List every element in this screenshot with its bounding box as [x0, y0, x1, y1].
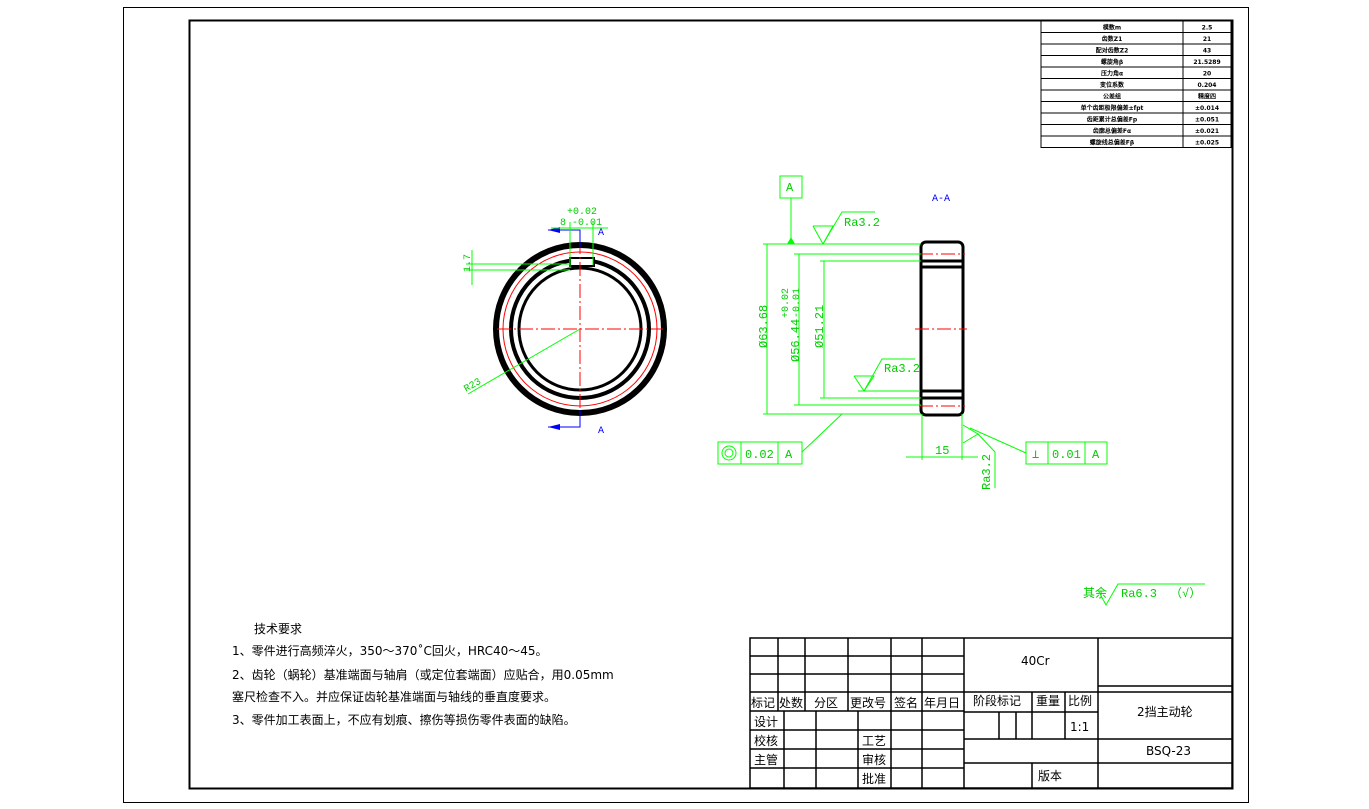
title-block	[749, 637, 1233, 789]
section-mark-top: A	[598, 228, 604, 239]
param-value: 精度四	[1198, 93, 1216, 101]
section-title: A-A	[932, 194, 950, 205]
svg-text:比例: 比例	[1068, 694, 1092, 708]
param-label: 齿数Z1	[1102, 35, 1123, 43]
param-label: 模数m	[1103, 24, 1121, 32]
svg-text:审核: 审核	[862, 752, 886, 767]
param-label: 齿距累计总偏差Fp	[1087, 116, 1138, 124]
dim-outer-diameter: Ø63.68	[757, 305, 771, 348]
svg-text:更改号: 更改号	[850, 696, 886, 710]
svg-text:塞尺检查不入。并应保证齿轮基准端面与轴线的垂直度要求。: 塞尺检查不入。并应保证齿轮基准端面与轴线的垂直度要求。	[232, 689, 556, 704]
param-value: ±0.051	[1195, 117, 1219, 124]
svg-text:A: A	[785, 448, 793, 462]
datum-label: A	[786, 181, 794, 195]
dim-inner-diameter: Ø51.21	[813, 305, 827, 348]
drawing-number: BSQ-23	[1146, 744, 1191, 758]
svg-text:年月日: 年月日	[924, 696, 960, 710]
param-value: ±0.014	[1195, 105, 1219, 112]
section-mark-bottom: A	[598, 426, 604, 437]
param-value: ±0.025	[1195, 140, 1219, 147]
param-value: 0.204	[1198, 82, 1217, 89]
sheet-border	[123, 7, 1249, 803]
svg-text:设计: 设计	[754, 715, 778, 729]
svg-text:批准: 批准	[862, 771, 886, 786]
svg-text:（√）: （√）	[1170, 586, 1201, 601]
svg-text:2、齿轮（蜗轮）基准端面与轴肩（或定位套端面）应贴合，用0.: 2、齿轮（蜗轮）基准端面与轴肩（或定位套端面）应贴合，用0.05mm	[232, 667, 614, 682]
material: 40Cr	[1021, 654, 1050, 668]
svg-text:版本: 版本	[1038, 769, 1062, 783]
dim-pitch-tol-upper: +0.02	[781, 288, 792, 318]
svg-text:⊥: ⊥	[1032, 448, 1039, 462]
param-value: 2.5	[1202, 25, 1213, 32]
svg-text:主管: 主管	[754, 752, 778, 767]
svg-text:工艺: 工艺	[862, 734, 886, 748]
radius-dim: R23	[463, 377, 484, 396]
svg-text:A: A	[1092, 448, 1100, 462]
param-label: 齿廓总偏差Fα	[1093, 127, 1131, 135]
svg-text:其余: 其余	[1083, 585, 1107, 601]
param-value: 21.5289	[1193, 59, 1220, 66]
roughness-side: Ra3.2	[980, 454, 994, 490]
key-width-dim: 8 -0.01	[560, 218, 602, 229]
rest-roughness: 其余 Ra6.3 （√）	[1083, 583, 1205, 607]
title-block-text: 标记 处数 分区 更改号 签名 年月日 设计 校核 主管 工艺 审核 批准 40…	[751, 654, 1193, 786]
svg-text:签名: 签名	[894, 695, 918, 710]
svg-text:技术要求: 技术要求	[254, 622, 302, 636]
perpendicularity-frame: ⊥ 0.01 A	[1025, 441, 1108, 465]
gear-parameter-table: 模数m 2.5 齿数Z1 21 配对齿数Z2 43 螺旋角β 21.5289 压力角α 20 变位系…	[1040, 20, 1232, 148]
svg-text:Ra6.3: Ra6.3	[1121, 587, 1157, 601]
dim-pitch-tol-lower: -0.01	[792, 288, 803, 318]
svg-text:标记: 标记	[751, 696, 775, 710]
svg-text:0.02: 0.02	[745, 448, 774, 462]
runout-frame: 0.02 A	[717, 441, 803, 465]
key-depth-dim: 1.7	[463, 254, 474, 272]
dim-width: 15	[935, 444, 949, 458]
param-label: 公差组	[1103, 93, 1121, 101]
technical-requirements: 技术要求 1、零件进行高频淬火，350～370˚C回火，HRC40～45。 2、…	[232, 622, 614, 727]
param-value: ±0.021	[1195, 128, 1219, 135]
scale: 1:1	[1070, 720, 1089, 734]
svg-text:3、零件加工表面上，不应有划痕、擦伤等损伤零件表面的缺陷。: 3、零件加工表面上，不应有划痕、擦伤等损伤零件表面的缺陷。	[232, 712, 576, 727]
svg-text:处数: 处数	[779, 695, 803, 710]
param-label: 压力角α	[1101, 70, 1123, 78]
param-value: 20	[1203, 71, 1211, 78]
param-label: 变位系数	[1100, 81, 1125, 89]
svg-text:重量: 重量	[1036, 694, 1060, 708]
param-label: 配对齿数Z2	[1096, 47, 1129, 55]
key-width-upper-tol: +0.02	[567, 207, 597, 218]
param-label: 单个齿距极限偏差±fpt	[1081, 104, 1144, 112]
dim-pitch-diameter: Ø56.44	[789, 319, 803, 362]
svg-text:分区: 分区	[814, 696, 838, 710]
drawing-frame	[188, 19, 1234, 790]
svg-text:校核: 校核	[754, 733, 778, 748]
svg-text:1、零件进行高频淬火，350～370˚C回火，HRC40～4: 1、零件进行高频淬火，350～370˚C回火，HRC40～45。	[232, 643, 548, 658]
svg-text:阶段标记: 阶段标记	[973, 693, 1021, 708]
param-label: 螺旋角β	[1101, 58, 1124, 66]
roughness-bore: Ra3.2	[884, 362, 920, 376]
front-view: A A +0.02 8 -0.01 1.7 R23	[463, 207, 667, 437]
section-view: A-A A Ra3.2 Ø63.68 Ø56.44 +0.02 -0.01 Ø5…	[717, 175, 1108, 490]
param-value: 21	[1203, 36, 1211, 43]
part-name: 2挡主动轮	[1137, 705, 1193, 719]
roughness-top: Ra3.2	[844, 216, 880, 230]
param-value: 43	[1203, 48, 1211, 55]
param-label: 螺旋线总偏差Fβ	[1090, 139, 1135, 147]
svg-text:0.01: 0.01	[1052, 448, 1081, 462]
